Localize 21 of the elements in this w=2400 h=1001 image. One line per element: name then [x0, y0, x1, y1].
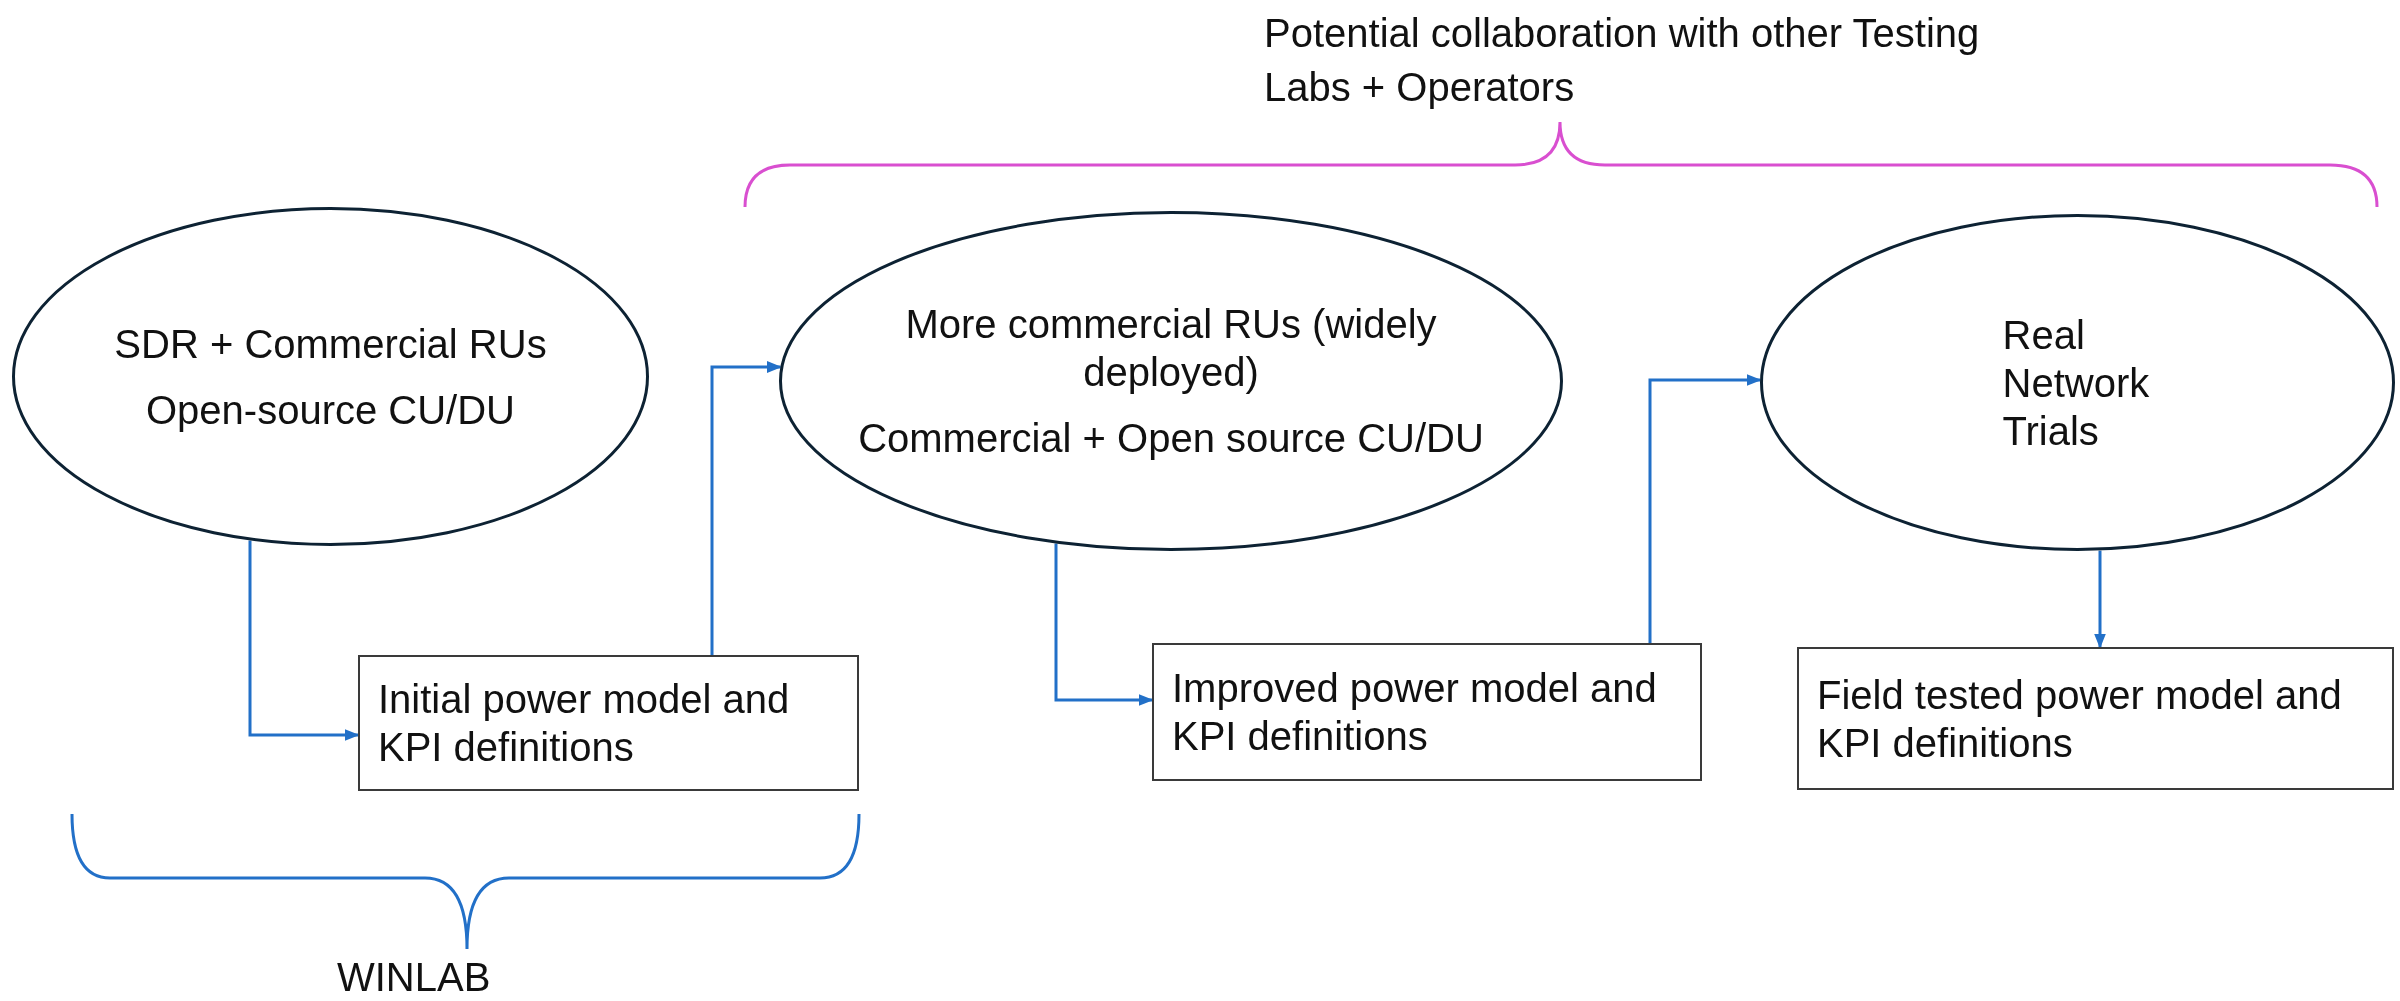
arrow — [248, 540, 360, 741]
node-text: Real Network Trials — [2002, 311, 2151, 455]
arrow — [710, 361, 782, 655]
node-text: Commercial + Open source CU/DU — [858, 415, 1484, 462]
arrow — [1054, 543, 1154, 706]
annotation-text: Potential collaboration with other Testing Labs + Operators — [1264, 10, 1981, 111]
ellipse-node — [12, 207, 649, 546]
node-text: Improved power model and KPI definitions — [1172, 665, 1658, 760]
ellipse-node — [779, 211, 1563, 551]
ellipse-node — [1760, 214, 2395, 551]
node-text: SDR + Commercial RUs — [114, 320, 547, 368]
arrow — [2094, 550, 2106, 649]
process-box — [358, 655, 859, 791]
node-text: Open-source CU/DU — [146, 386, 515, 434]
node-text: More commercial RUs (widely deployed) — [904, 301, 1438, 396]
arrow — [1648, 374, 1762, 643]
node-text: Initial power model and KPI definitions — [378, 676, 791, 771]
process-box — [1152, 643, 1702, 781]
annotation-text: WINLAB — [337, 954, 491, 1001]
node-text: Field tested power model and KPI definitions — [1817, 671, 2343, 767]
process-box — [1797, 647, 2394, 790]
